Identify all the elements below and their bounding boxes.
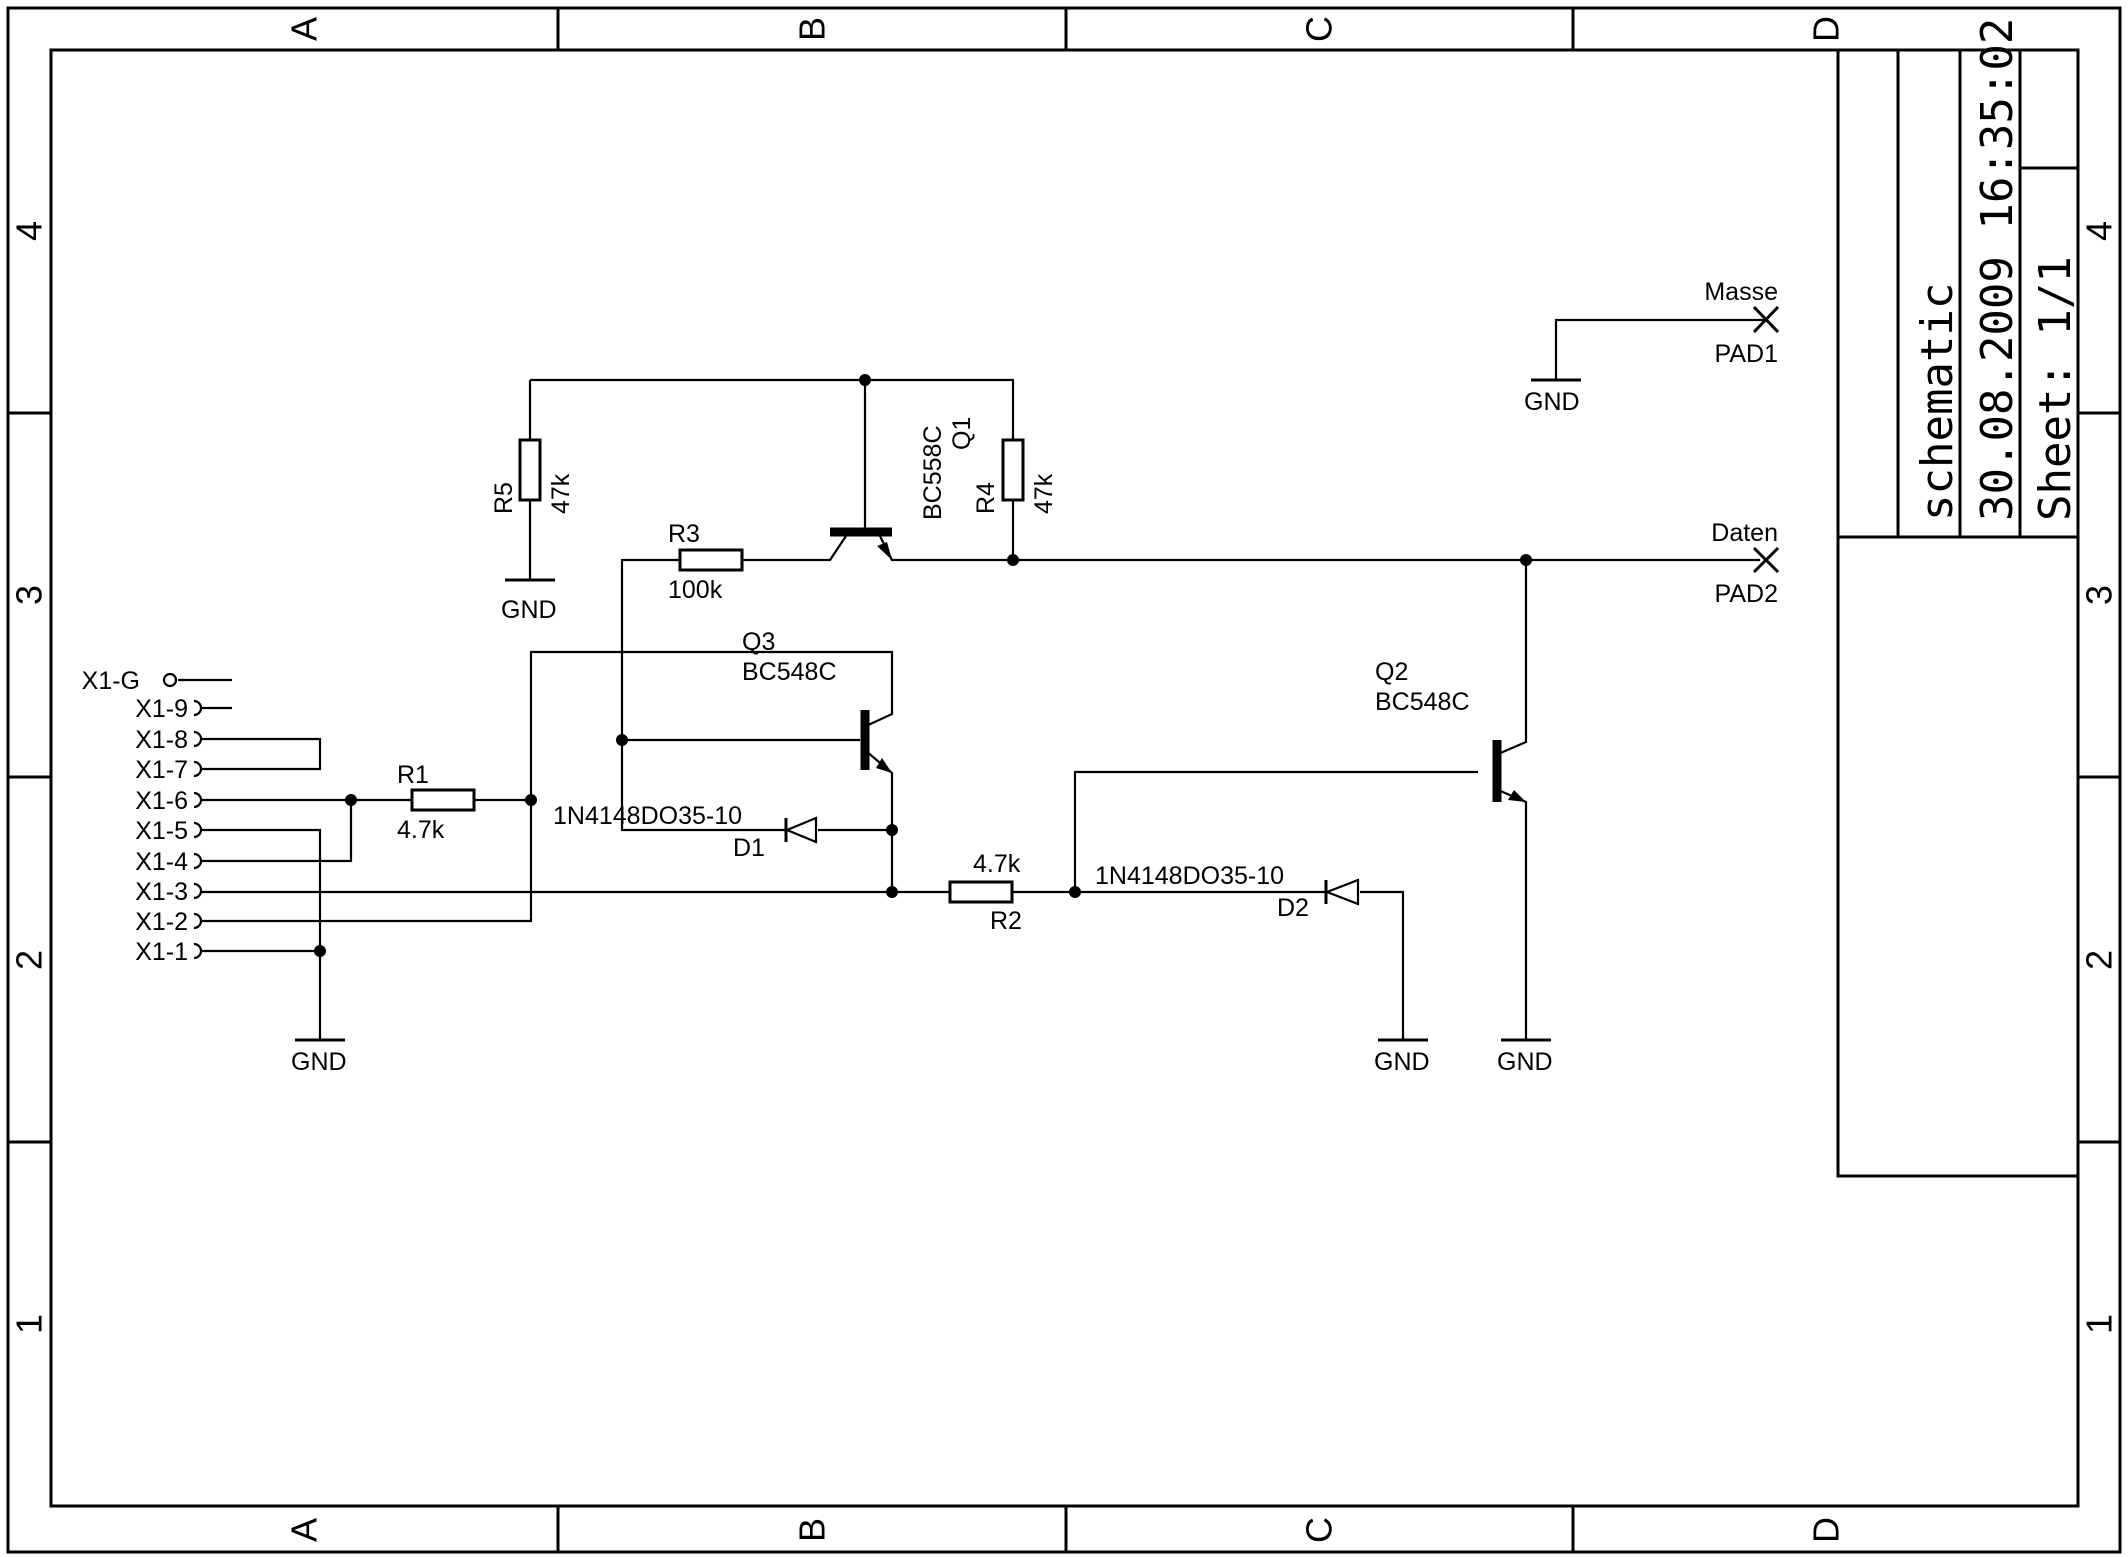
column-label-c-bottom: C: [1299, 1517, 1340, 1543]
title-block-datetime: 30.08.2009 16:35:02: [1972, 18, 2023, 521]
transistor-q1-symbol: [830, 527, 892, 560]
q2-value: BC548C: [1375, 688, 1470, 716]
r1-name: R1: [397, 761, 429, 789]
r2-name: R2: [990, 907, 1022, 935]
title-block-sheet: Sheet: 1/1: [2030, 256, 2081, 521]
r3-name: R3: [668, 520, 700, 548]
title-block: [1836, 48, 2080, 1178]
column-label-a-bottom: A: [284, 1518, 325, 1542]
q2-name: Q2: [1375, 658, 1408, 686]
r1-value: 4.7k: [397, 816, 445, 844]
r5-name: R5: [490, 482, 518, 514]
pad2-cross-icon: [1752, 546, 1780, 574]
resistor-r1-body: [410, 788, 476, 812]
row-label-2-right: 2: [2079, 950, 2120, 970]
row-label-3-left: 3: [9, 585, 50, 605]
junction-dots: [314, 374, 1532, 957]
pin-label-x1-8: X1-8: [135, 726, 188, 754]
row-label-1-left: 1: [9, 1314, 50, 1334]
resistor-r5-body: [518, 438, 542, 502]
pin-label-x1-9: X1-9: [135, 695, 188, 723]
gnd-label-d2: GND: [1374, 1048, 1430, 1076]
gnd-label-r5: GND: [501, 596, 557, 624]
pin-label-x1-7: X1-7: [135, 756, 188, 784]
row-label-3-right: 3: [2079, 585, 2120, 605]
pin-label-x1-5: X1-5: [135, 817, 188, 845]
pad2-name: PAD2: [1715, 580, 1778, 608]
drawing-frame: [6, 6, 2122, 1554]
q1-name: Q1: [948, 417, 976, 450]
r5-value: 47k: [547, 473, 575, 514]
transistor-q2-symbol: [1492, 740, 1526, 802]
resistor-r3-body: [678, 548, 744, 572]
pin-label-x1-3: X1-3: [135, 878, 188, 906]
d2-value: 1N4148DO35-10: [1095, 862, 1284, 890]
resistor-r2-body: [948, 880, 1014, 904]
d1-value: 1N4148DO35-10: [553, 802, 742, 830]
transistor-q3-symbol: [860, 710, 892, 773]
diode-d1-symbol: [784, 816, 818, 844]
column-label-b-bottom: B: [792, 1518, 833, 1542]
title-block-name: schematic: [1912, 283, 1963, 521]
pin-label-x1-6: X1-6: [135, 787, 188, 815]
pin-label-x1-4: X1-4: [135, 848, 188, 876]
column-label-d-bottom: D: [1806, 1517, 1847, 1543]
wires: [200, 318, 1766, 1040]
pad1-name: PAD1: [1715, 340, 1778, 368]
pin-label-x1-2: X1-2: [135, 908, 188, 936]
column-label-d-top: D: [1806, 16, 1847, 42]
d2-name: D2: [1277, 894, 1309, 922]
pad1-cross-icon: [1752, 305, 1780, 334]
gnd-label-q2: GND: [1497, 1048, 1553, 1076]
row-label-4-left: 4: [9, 221, 50, 241]
r4-value: 47k: [1030, 473, 1058, 514]
r2-value: 4.7k: [973, 850, 1021, 878]
column-label-a-top: A: [284, 17, 325, 41]
resistor-r4-body: [1001, 438, 1025, 502]
column-label-c-top: C: [1299, 16, 1340, 42]
gnd-label-pad1: GND: [1524, 388, 1580, 416]
row-label-2-left: 2: [9, 950, 50, 970]
row-label-1-right: 1: [2079, 1314, 2120, 1334]
r3-value: 100k: [668, 576, 723, 604]
q1-value: BC558C: [919, 426, 947, 521]
q3-name: Q3: [742, 628, 775, 656]
diode-d2-symbol: [1323, 878, 1360, 906]
q3-value: BC548C: [742, 658, 837, 686]
pad1-net-label: Masse: [1704, 278, 1778, 306]
column-label-b-top: B: [792, 17, 833, 41]
pin-label-x1-g: X1-G: [82, 667, 140, 695]
pad2-net-label: Daten: [1711, 519, 1778, 547]
row-label-4-right: 4: [2079, 221, 2120, 241]
pin-label-x1-1: X1-1: [135, 938, 188, 966]
gnd-label-connector: GND: [291, 1048, 347, 1076]
r4-name: R4: [972, 482, 1000, 514]
d1-name: D1: [733, 834, 765, 862]
